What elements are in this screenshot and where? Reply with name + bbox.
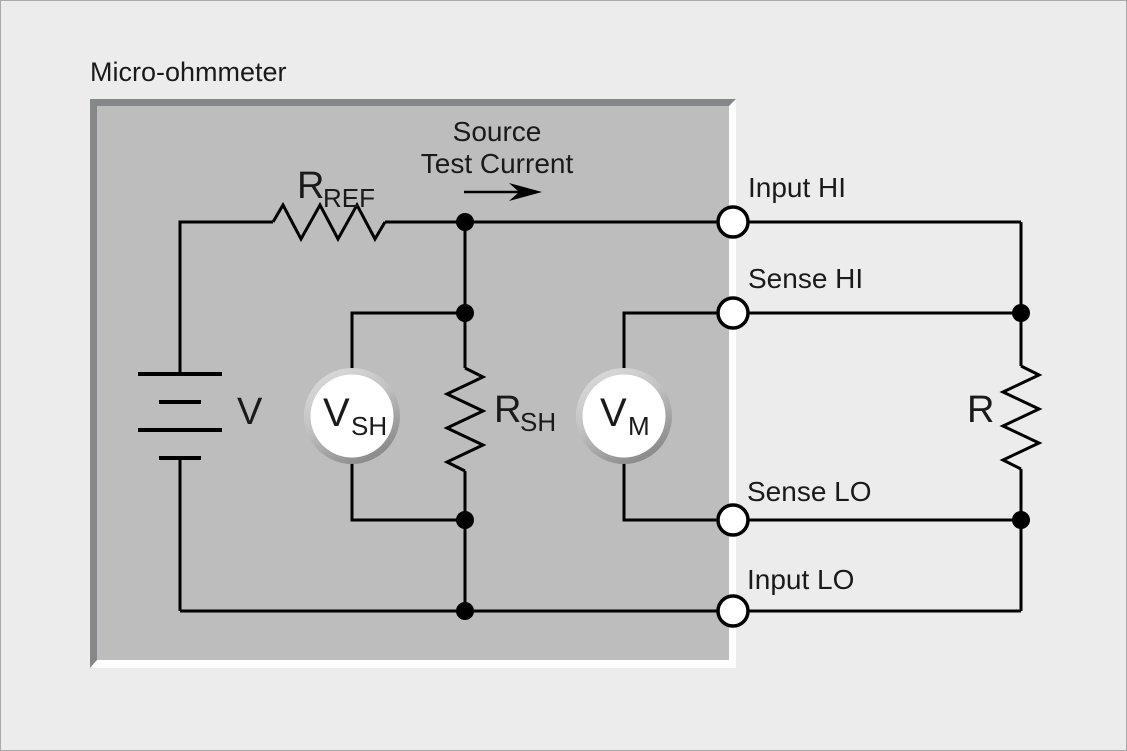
junction-dot <box>1012 511 1030 529</box>
meter-vsh: V SH <box>304 368 400 464</box>
label-battery-v: V <box>237 391 263 433</box>
junction-dots <box>456 213 1030 620</box>
wire-battery-to-rref <box>178 220 273 374</box>
label-rsh: R <box>494 389 521 431</box>
current-direction-arrow <box>464 183 542 201</box>
wire-vm-top <box>622 311 733 373</box>
label-rref: R <box>297 165 324 207</box>
terminal-input-hi <box>716 205 750 239</box>
terminal-label-sense-lo: Sense LO <box>747 476 872 507</box>
junction-dot <box>456 304 474 322</box>
label-rsh-sub: SH <box>520 407 556 437</box>
meter-vsh-face <box>310 374 394 458</box>
wire-vm-bottom <box>622 459 733 522</box>
wire-vsh-top <box>350 311 465 373</box>
junction-dot <box>456 511 474 529</box>
terminal-label-input-hi: Input HI <box>748 172 846 203</box>
wire-vsh-bottom <box>350 459 465 522</box>
meter-vm: V M <box>576 368 672 464</box>
terminal-label-sense-hi: Sense HI <box>748 263 863 294</box>
terminal-input-lo <box>716 594 750 628</box>
terminal-sense-lo <box>716 503 750 537</box>
source-test-current-label-line1: Source <box>453 116 542 147</box>
label-rdut: R <box>967 389 994 431</box>
resistor-rsh-zigzag <box>443 366 487 473</box>
meter-vm-face <box>582 374 666 458</box>
junction-dot <box>456 213 474 231</box>
meter-vsh-label: V <box>323 391 350 435</box>
junction-dot <box>1012 304 1030 322</box>
resistor-rref-zigzag <box>271 201 387 243</box>
terminal-sense-hi <box>716 296 750 330</box>
page-title: Micro-ohmmeter <box>90 57 287 87</box>
meter-vm-label-sub: M <box>628 411 650 441</box>
meter-vsh-label-sub: SH <box>351 411 387 441</box>
arrow-head-icon <box>509 183 542 201</box>
junction-dot <box>456 602 474 620</box>
terminals <box>716 205 750 628</box>
wires <box>178 201 1043 613</box>
label-rref-sub: REF <box>323 183 375 213</box>
battery-symbol <box>138 372 222 460</box>
source-test-current-label-line2: Test Current <box>421 148 574 179</box>
meter-vm-label: V <box>600 391 627 435</box>
terminal-label-input-lo: Input LO <box>747 564 854 595</box>
resistor-rdut-zigzag <box>999 364 1043 471</box>
